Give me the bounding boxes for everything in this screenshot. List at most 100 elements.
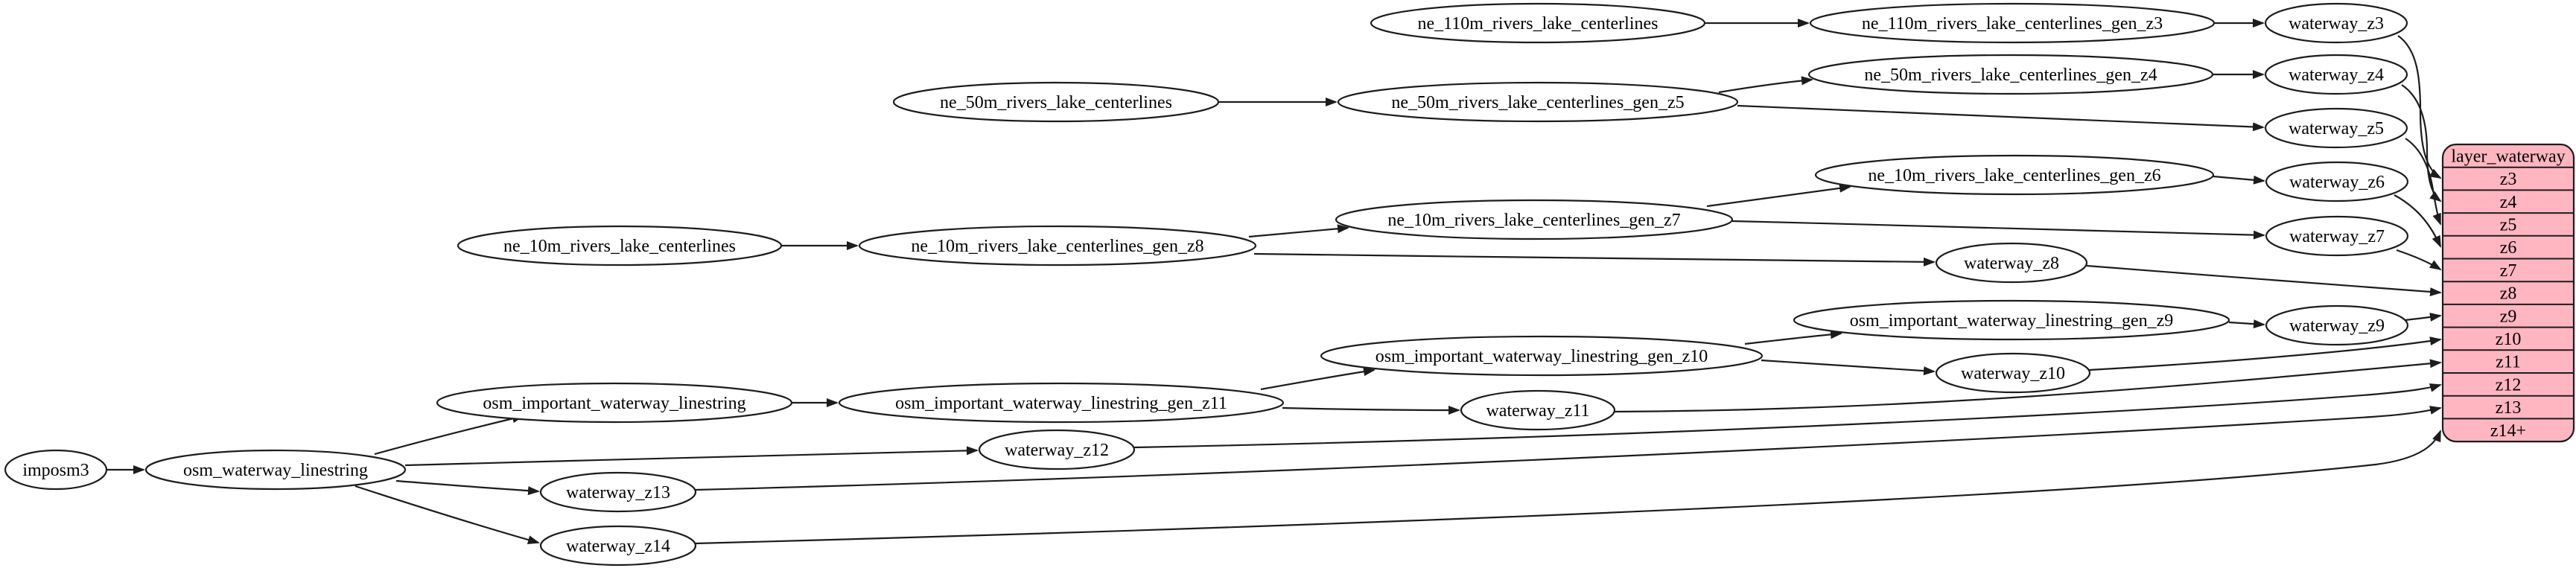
node-osm-waterway-linestring: osm_waterway_linestring	[144, 449, 407, 491]
node-imposm3: imposm3	[4, 449, 108, 491]
node-waterway-z6: waterway_z6	[2265, 161, 2409, 202]
node-label: waterway_z7	[2289, 227, 2385, 246]
record-row-z10: z10	[2496, 330, 2522, 349]
node-label: ne_50m_rivers_lake_centerlines_gen_z5	[1391, 93, 1684, 112]
record-box	[2441, 143, 2575, 443]
node-ellipse	[1793, 299, 2230, 341]
node-ellipse	[1807, 54, 2214, 95]
node-ellipse	[978, 429, 1136, 470]
node-label: waterway_z3	[2289, 14, 2384, 33]
edge-osm-important-waterway-linestring-gen-z10-to-waterway-z10	[1761, 359, 1936, 376]
node-waterway-z10: waterway_z10	[1935, 352, 2091, 394]
edge-waterway-z14-to-layer-waterway-z14	[695, 430, 2442, 545]
node-ne-10m-rivers-lake-centerlines: ne_10m_rivers_lake_centerlines	[457, 225, 783, 267]
node-waterway-z7: waterway_z7	[2265, 215, 2409, 257]
edge-waterway-z3-to-layer-waterway-z3	[2397, 35, 2442, 179]
node-ne-110m-rivers-lake-centerlines: ne_110m_rivers_lake_centerlines	[1370, 2, 1706, 44]
node-ne-10m-rivers-lake-centerlines-gen-z7: ne_10m_rivers_lake_centerlines_gen_z7	[1335, 199, 1734, 240]
node-label: waterway_z12	[1005, 441, 1109, 460]
node-ellipse	[1935, 242, 2088, 284]
record-row-z5: z5	[2500, 215, 2517, 234]
node-ne-50m-rivers-lake-centerlines-gen-z5: ne_50m_rivers_lake_centerlines_gen_z5	[1337, 81, 1739, 123]
node-ellipse	[2264, 107, 2408, 149]
edge-osm-important-waterway-linestring-gen-z11-to-waterway-z11	[1282, 405, 1460, 415]
node-ellipse	[1370, 2, 1706, 44]
edge-ne-50m-rivers-lake-centerlines-gen-z5-to-ne-50m-rivers-lake-centerlines-gen-z4	[1718, 76, 1813, 94]
edge-ne-50m-rivers-lake-centerlines-gen-z5-to-waterway-z5	[1737, 104, 2265, 132]
node-ellipse	[457, 225, 783, 267]
node-ellipse	[2264, 54, 2408, 95]
node-ellipse	[1320, 335, 1764, 377]
node-label: ne_50m_rivers_lake_centerlines	[940, 93, 1172, 112]
edge-osm-waterway-linestring-to-waterway-z13	[395, 479, 540, 496]
node-waterway-z14: waterway_z14	[539, 525, 697, 567]
node-label: osm_important_waterway_linestring	[483, 394, 745, 413]
edge-waterway-z7-to-layer-waterway-z7	[2396, 249, 2442, 271]
node-label: ne_110m_rivers_lake_centerlines	[1418, 14, 1659, 33]
edge-waterway-z9-to-layer-waterway-z9	[2405, 313, 2442, 322]
node-label: osm_waterway_linestring	[183, 461, 368, 480]
edge-waterway-z11-to-layer-waterway-z11	[1614, 359, 2442, 413]
node-label: osm_important_waterway_linestring_gen_z1…	[895, 394, 1227, 413]
node-ellipse	[858, 225, 1257, 267]
record-row-z12: z12	[2496, 375, 2522, 395]
node-label: ne_10m_rivers_lake_centerlines_gen_z6	[1868, 166, 2160, 185]
node-ne-10m-rivers-lake-centerlines-gen-z6: ne_10m_rivers_lake_centerlines_gen_z6	[1814, 154, 2215, 196]
node-label: ne_10m_rivers_lake_centerlines	[503, 237, 736, 256]
node-ellipse	[1814, 154, 2215, 196]
record-row-z13: z13	[2496, 398, 2522, 418]
node-label: waterway_z6	[2289, 173, 2385, 192]
record-row-z14: z14+	[2490, 421, 2526, 441]
node-label: waterway_z10	[1961, 364, 2065, 383]
node-ellipse	[1809, 2, 2216, 44]
node-waterway-z11: waterway_z11	[1460, 389, 1616, 431]
edge-ne-10m-rivers-lake-centerlines-gen-z6-to-waterway-z6	[2213, 175, 2265, 185]
edge-osm-important-waterway-linestring-gen-z11-to-osm-important-waterway-linestring-gen-z10	[1260, 367, 1376, 391]
node-ellipse	[2265, 304, 2409, 346]
record-row-z9: z9	[2500, 307, 2517, 326]
node-label: ne_10m_rivers_lake_centerlines_gen_z8	[911, 237, 1203, 256]
node-waterway-z13: waterway_z13	[539, 471, 697, 513]
edge-ne-10m-rivers-lake-centerlines-gen-z7-to-waterway-z7	[1731, 220, 2265, 240]
node-label: waterway_z8	[1964, 254, 2059, 273]
node-waterway-z5: waterway_z5	[2264, 107, 2408, 149]
node-ellipse	[539, 471, 697, 513]
node-ne-50m-rivers-lake-centerlines-gen-z4: ne_50m_rivers_lake_centerlines_gen_z4	[1807, 54, 2214, 95]
node-label: ne_110m_rivers_lake_centerlines_gen_z3	[1862, 14, 2163, 33]
node-ellipse	[1337, 81, 1739, 123]
node-label: waterway_z5	[2289, 119, 2384, 138]
node-ne-110m-rivers-lake-centerlines-gen-z3: ne_110m_rivers_lake_centerlines_gen_z3	[1809, 2, 2216, 44]
node-ellipse	[1335, 199, 1734, 240]
node-ellipse	[539, 525, 697, 567]
node-osm-important-waterway-linestring: osm_important_waterway_linestring	[436, 382, 793, 424]
node-ellipse	[838, 382, 1285, 424]
node-ellipse	[144, 449, 407, 491]
record-layer-waterway: layer_waterwayz3z4z5z6z7z8z9z10z11z12z13…	[2441, 143, 2575, 443]
record-row-z7: z7	[2500, 261, 2517, 281]
edge-osm-important-waterway-linestring-gen-z9-to-waterway-z9	[2228, 319, 2265, 329]
edge-waterway-z12-to-layer-waterway-z12	[1133, 383, 2442, 449]
record-header: layer_waterway	[2451, 147, 2565, 166]
node-label: osm_important_waterway_linestring_gen_z9	[1850, 311, 2174, 331]
node-waterway-z4: waterway_z4	[2264, 54, 2408, 95]
node-label: waterway_z14	[566, 537, 670, 556]
record-row-z3: z3	[2500, 170, 2517, 189]
edge-waterway-z13-to-layer-waterway-z13	[695, 406, 2442, 491]
edge-waterway-z10-to-layer-waterway-z10	[2088, 336, 2442, 371]
edges-layer	[106, 19, 2442, 545]
edge-osm-waterway-linestring-to-waterway-z14	[354, 485, 540, 544]
node-osm-important-waterway-linestring-gen-z11: osm_important_waterway_linestring_gen_z1…	[838, 382, 1285, 424]
nodes-layer: imposm3 osm_waterway_linestring osm_import…	[4, 2, 2409, 567]
node-label: waterway_z9	[2289, 316, 2385, 336]
record-row-z8: z8	[2500, 284, 2517, 304]
node-waterway-z8: waterway_z8	[1935, 242, 2088, 284]
record-row-z4: z4	[2500, 193, 2517, 212]
edge-osm-important-waterway-linestring-gen-z10-to-osm-important-waterway-linestring-gen-z9	[1744, 330, 1842, 345]
edge-osm-waterway-linestring-to-osm-important-waterway-linestring	[374, 414, 524, 456]
node-label: imposm3	[22, 461, 89, 480]
node-osm-important-waterway-linestring-gen-z10: osm_important_waterway_linestring_gen_z1…	[1320, 335, 1764, 377]
node-waterway-z9: waterway_z9	[2265, 304, 2409, 346]
edge-osm-waterway-linestring-to-waterway-z12	[404, 446, 979, 467]
